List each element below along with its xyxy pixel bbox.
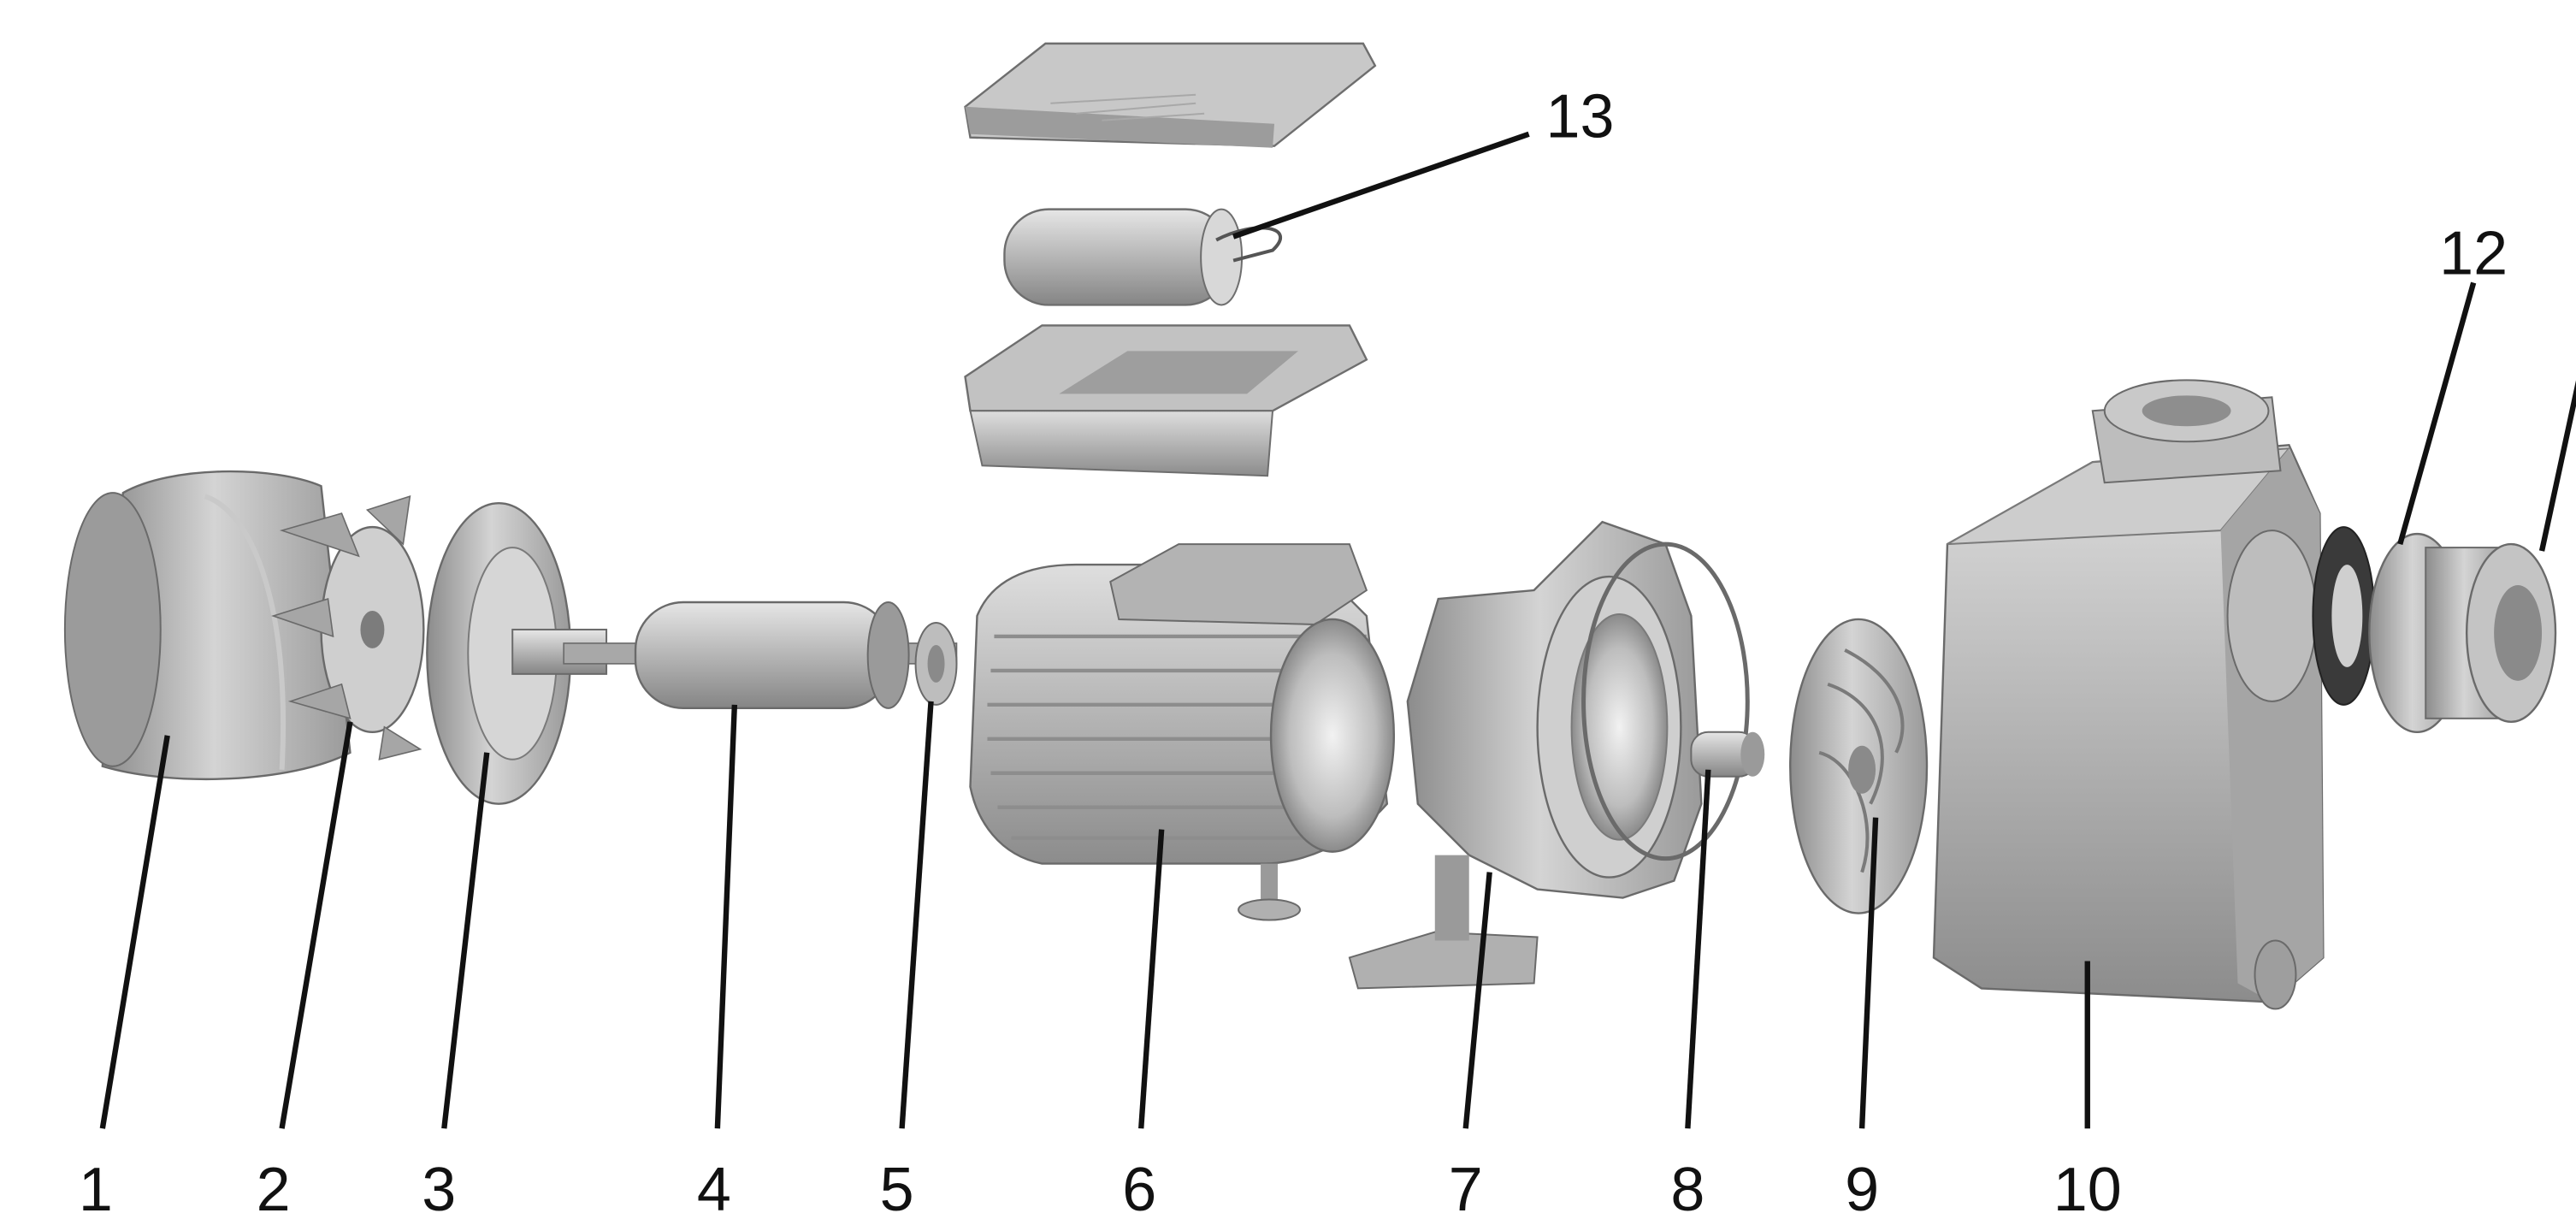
fan-cover [63,470,352,780]
callout-labels: 1 2 3 4 5 6 7 8 9 10 11 12 13 [79,83,2576,1219]
motor-housing [969,543,1396,921]
pump-body [1932,379,2325,1010]
leader-line-11 [2538,380,2576,552]
leader-line-2 [279,721,353,1129]
flange-gasket [2312,526,2376,706]
cooling-fan [271,495,425,760]
callout-9: 9 [1845,1156,1879,1215]
callout-6: 6 [1122,1156,1156,1215]
callout-5: 5 [880,1156,914,1215]
leader-line-3 [441,752,490,1129]
callout-4: 4 [697,1156,731,1215]
leader-line-8 [1685,769,1711,1129]
terminal-box-base [964,324,1368,477]
callout-3: 3 [422,1156,456,1215]
terminal-box-lid [964,42,1377,148]
callout-12: 12 [2439,220,2508,288]
callout-7: 7 [1449,1156,1483,1215]
mechanical-seal [1690,731,1765,778]
callout-8: 8 [1670,1156,1705,1215]
outlet-flange [2368,532,2557,734]
leader-line-6 [1138,829,1165,1129]
impeller [1789,618,1929,914]
leader-line-13 [1232,131,1530,240]
leader-line-12 [2397,281,2477,545]
callout-11: 11 [2573,220,2576,288]
callout-13: 13 [1546,83,1615,151]
leader-line-7 [1462,872,1492,1129]
bearing [914,621,958,706]
rear-end-bracket [426,501,608,805]
callout-1: 1 [79,1156,113,1215]
pump-bracket [1348,520,1750,990]
capacitor [1003,208,1282,306]
callout-2: 2 [257,1156,291,1215]
leader-line-5 [899,701,934,1129]
leader-line-1 [99,735,170,1129]
leader-line-4 [714,704,738,1129]
leader-lines [99,131,2576,1129]
callout-10: 10 [2053,1156,2122,1215]
leader-line-9 [1858,817,1879,1129]
rotor-shaft [563,601,958,710]
